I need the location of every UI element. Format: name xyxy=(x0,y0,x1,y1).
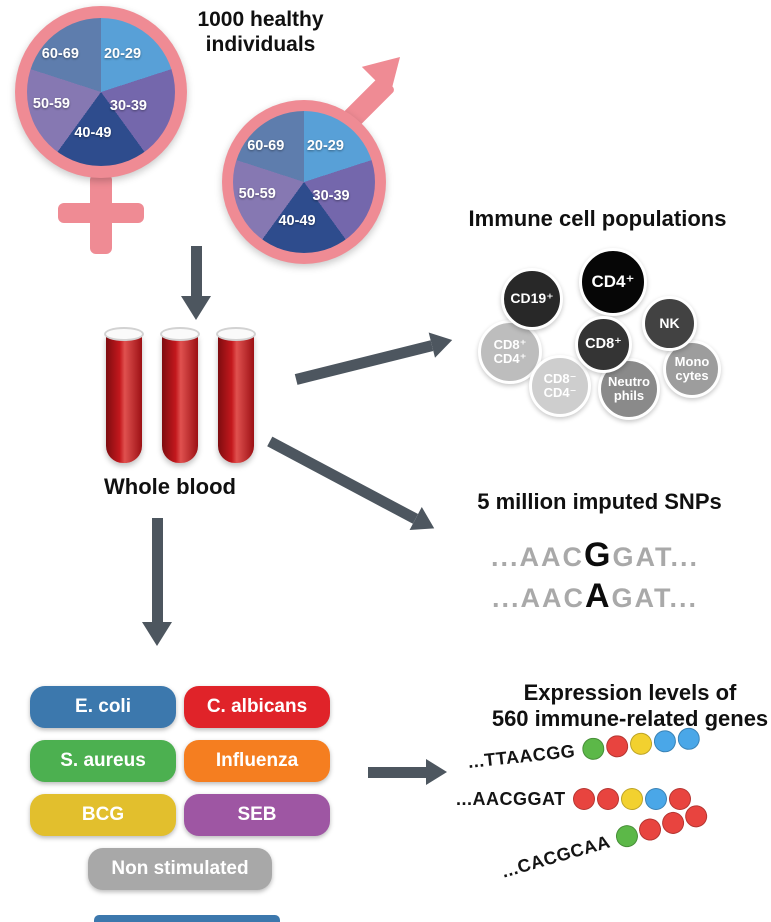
sequence-prefix: ...AAC xyxy=(491,583,585,613)
expression-dot xyxy=(659,809,687,837)
pie-slice-label: 30-39 xyxy=(312,187,350,204)
arrow-stimulations-to-expression-icon xyxy=(368,759,447,785)
female-circle: 20-29 30-39 40-49 50-59 60-69 xyxy=(15,6,187,178)
snp-sequence-ref: ...AACGGAT... xyxy=(440,536,750,575)
expression-title: Expression levels of 560 immune-related … xyxy=(491,680,769,731)
pie-slice-label: 50-59 xyxy=(238,186,276,203)
pie-slice-label: 40-49 xyxy=(74,124,112,141)
arrow-head xyxy=(142,622,172,646)
arrow-shaft xyxy=(267,436,419,524)
arrow-blood-to-stimulations-icon xyxy=(142,518,172,646)
arrow-blood-to-cells-icon xyxy=(293,327,456,391)
expression-sequence-row: ...AACGGAT xyxy=(456,787,691,811)
arrow-head xyxy=(426,759,447,785)
sequence-suffix: GAT... xyxy=(611,583,699,613)
cell-circle-nk: NK xyxy=(642,296,697,351)
cropped-bottom-element xyxy=(94,915,280,922)
tube-body xyxy=(106,333,142,463)
sequence-prefix: ...AAC xyxy=(491,542,585,572)
pie-slice-label: 20-29 xyxy=(103,46,142,63)
whole-blood-label: Whole blood xyxy=(104,474,236,499)
stimulation-conditions: E. coli C. albicans S. aureus Influenza … xyxy=(30,686,330,890)
tube-body xyxy=(162,333,198,463)
gene-sequence: ...CACGCAA xyxy=(499,831,613,882)
expression-sequence-row: ...CACGCAA xyxy=(499,802,710,884)
pie-slice-label: 30-39 xyxy=(109,97,147,114)
male-age-pie-chart: 20-29 30-39 40-49 50-59 60-69 xyxy=(233,111,375,253)
gene-sequence: ...AACGGAT xyxy=(456,788,566,809)
pie-slice-label: 40-49 xyxy=(278,213,316,230)
expression-dot xyxy=(682,802,710,830)
immune-cell-cluster: CD19⁺ CD8⁺ CD4⁺ Mono cytes NK CD8⁻ CD4⁻ … xyxy=(470,244,735,429)
expression-dot xyxy=(604,734,629,759)
arrow-shaft xyxy=(151,518,163,622)
stimulus-pill-nonstimulated: Non stimulated xyxy=(88,848,272,890)
pie-slice-label: 60-69 xyxy=(41,46,79,63)
arrow-head xyxy=(181,296,211,320)
expression-dot xyxy=(572,788,595,810)
pie-slice-label: 50-59 xyxy=(32,96,70,113)
expression-dot xyxy=(580,736,606,761)
tube-rim xyxy=(160,327,200,341)
gene-sequence: ...TTAACGG xyxy=(466,740,577,772)
expression-dot xyxy=(668,788,691,810)
snp-variant-allele: A xyxy=(584,577,612,615)
tube-rim xyxy=(216,327,256,341)
arrow-shaft xyxy=(294,339,434,385)
cell-circle-neutrophils: Neutro phils xyxy=(598,358,660,420)
expression-dot xyxy=(652,729,677,754)
female-symbol: 20-29 30-39 40-49 50-59 60-69 xyxy=(15,6,197,258)
pie-slice-label: 60-69 xyxy=(247,137,285,154)
cell-circle-cd4: CD4⁺ xyxy=(579,248,647,316)
stimulus-pill-bcg: BCG xyxy=(30,794,176,836)
male-circle: 20-29 30-39 40-49 50-59 60-69 xyxy=(222,100,386,264)
arrow-cohort-to-blood-icon xyxy=(181,246,211,320)
stimulus-pill-ecoli: E. coli xyxy=(30,686,176,728)
female-age-pie-chart: 20-29 30-39 40-49 50-59 60-69 xyxy=(27,18,175,166)
snp-variant-allele: G xyxy=(584,536,613,574)
female-symbol-crossbar xyxy=(58,203,144,223)
cell-circle-cd8-cd4-dn: CD8⁻ CD4⁻ xyxy=(529,355,591,417)
cohort-title: 1000 healthy individuals xyxy=(197,8,324,56)
expression-dot xyxy=(613,822,641,850)
expression-dot xyxy=(620,788,643,810)
arrow-head xyxy=(428,327,456,358)
cell-circle-cd8: CD8⁺ xyxy=(575,316,632,373)
expression-dot xyxy=(628,731,653,756)
blood-tubes xyxy=(103,327,273,469)
arrow-blood-to-snps-icon xyxy=(264,430,441,540)
expression-dot xyxy=(596,788,619,810)
stimulus-pill-influenza: Influenza xyxy=(184,740,330,782)
expression-dot xyxy=(676,726,701,751)
expression-sequence-row: ...TTAACGG xyxy=(467,726,701,774)
blood-tube-icon xyxy=(215,327,257,467)
snp-sequence-alt: ...AACAGAT... xyxy=(440,577,750,616)
arrow-shaft xyxy=(190,246,202,296)
tube-body xyxy=(218,333,254,463)
expression-dot xyxy=(644,788,667,810)
blood-tube-icon xyxy=(103,327,145,467)
pie-slice-label: 20-29 xyxy=(306,137,344,154)
stimulus-pill-saureus: S. aureus xyxy=(30,740,176,782)
cell-circle-monocytes: Mono cytes xyxy=(663,340,721,398)
blood-tube-icon xyxy=(159,327,201,467)
snps-title: 5 million imputed SNPs xyxy=(477,489,722,514)
sequence-suffix: GAT... xyxy=(612,542,699,572)
immune-populations-title: Immune cell populations xyxy=(468,206,727,231)
arrow-shaft xyxy=(368,766,426,778)
stimulus-pill-seb: SEB xyxy=(184,794,330,836)
expression-dot xyxy=(636,815,664,844)
male-symbol: 20-29 30-39 40-49 50-59 60-69 xyxy=(214,42,430,268)
tube-rim xyxy=(104,327,144,341)
stimulus-pill-calbicans: C. albicans xyxy=(184,686,330,728)
cell-circle-cd19: CD19⁺ xyxy=(501,268,563,330)
